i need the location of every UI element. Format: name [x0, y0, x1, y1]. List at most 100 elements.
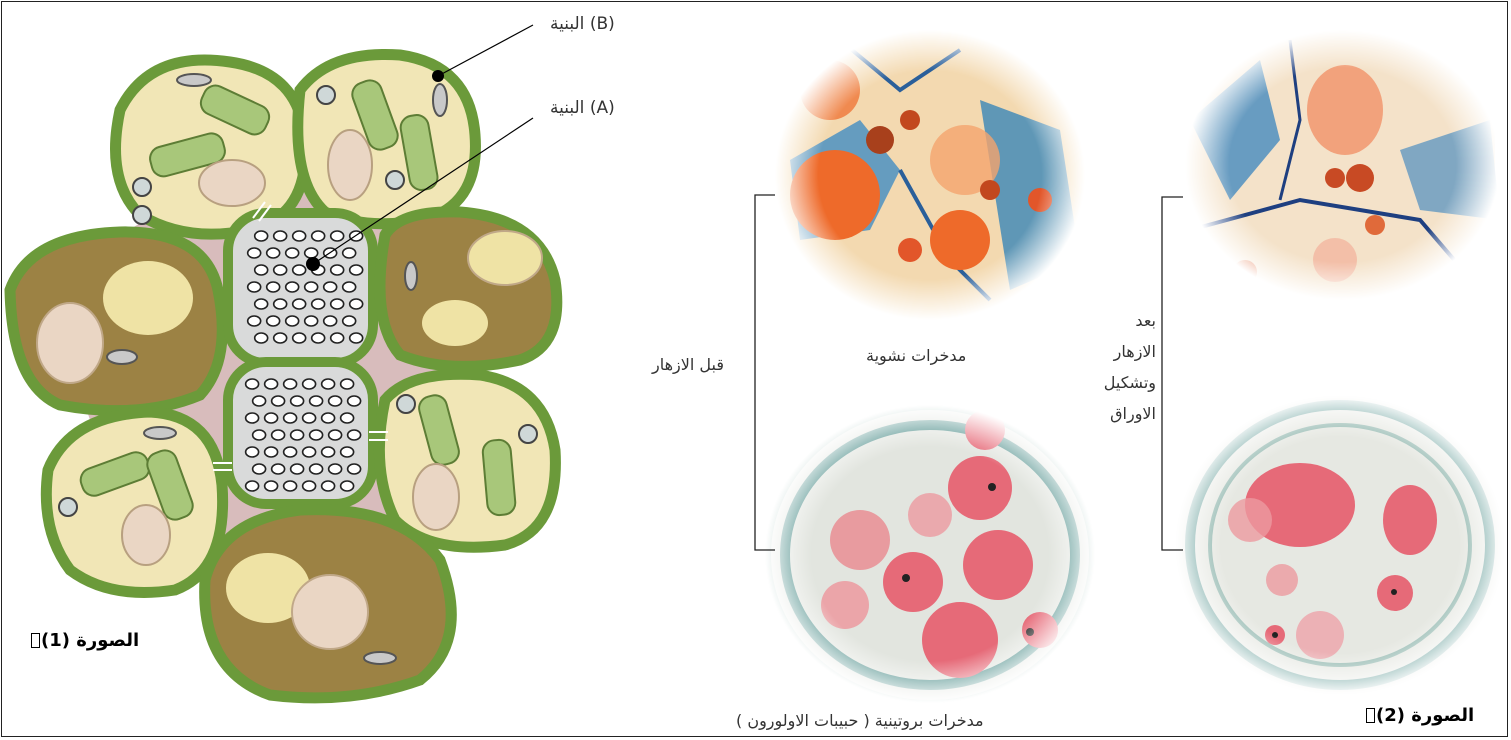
aleurone-grain: [341, 413, 354, 423]
aleurone-grain: [248, 248, 261, 258]
aleurone-grain: [284, 413, 297, 423]
aleurone-grain: [248, 316, 261, 326]
aleurone-grain: [348, 430, 361, 440]
aleurone-grain: [265, 447, 278, 457]
aleurone-grain: [341, 447, 354, 457]
aleurone-grain: [291, 430, 304, 440]
micrograph-protein-after: [1175, 395, 1505, 695]
after-line-3: وتشكيل: [1090, 367, 1156, 398]
aleurone-grain: [274, 333, 287, 343]
micrograph-starch-after: [1185, 30, 1500, 300]
aleurone-grain: [293, 299, 306, 309]
micrograph-starch-before: [775, 30, 1085, 320]
aleurone-grain: [255, 333, 268, 343]
aleurone-grain: [343, 316, 356, 326]
aleurone-grain: [305, 248, 318, 258]
aleurone-grain: [253, 430, 266, 440]
aleurone-grain: [303, 481, 316, 491]
aleurone-grain: [272, 396, 285, 406]
aleurone-grain: [305, 316, 318, 326]
aleurone-grain: [341, 481, 354, 491]
label-figure-1: الصورة (1): [30, 630, 139, 651]
aleurone-grain: [331, 231, 344, 241]
aleurone-grain: [265, 413, 278, 423]
aleurone-grain: [329, 430, 342, 440]
aleurone-grain: [291, 396, 304, 406]
aleurone-grain: [255, 231, 268, 241]
aleurone-grain: [310, 396, 323, 406]
aleurone-grain: [274, 231, 287, 241]
aleurone-grain: [310, 430, 323, 440]
aleurone-grain: [312, 299, 325, 309]
aleurone-grain: [322, 379, 335, 389]
after-line-1: بعد: [1090, 305, 1156, 336]
label-structure-a: البنية (A): [550, 98, 615, 118]
aleurone-grain: [303, 447, 316, 457]
aleurone-grain: [267, 282, 280, 292]
aleurone-grain: [291, 464, 304, 474]
cell-left: [10, 232, 222, 411]
cell-right-lower: [379, 374, 555, 547]
aleurone-grain: [267, 248, 280, 258]
aleurone-grain: [293, 231, 306, 241]
aleurone-grain: [350, 333, 363, 343]
aleurone-grain: [246, 481, 259, 491]
aleurone-grain: [253, 396, 266, 406]
label-after-flowering: بعد الازهار وتشكيل الاوراق: [1090, 305, 1156, 429]
aleurone-grain: [324, 316, 337, 326]
aleurone-grain: [350, 265, 363, 275]
aleurone-grain: [286, 316, 299, 326]
aleurone-grain: [343, 248, 356, 258]
aleurone-grain: [341, 379, 354, 389]
aleurone-grain: [303, 413, 316, 423]
cell-top-right: [298, 54, 476, 223]
aleurone-grain: [274, 265, 287, 275]
aleurone-grain: [284, 379, 297, 389]
aleurone-grain: [255, 299, 268, 309]
aleurone-grain: [324, 282, 337, 292]
aleurone-grain: [312, 333, 325, 343]
aleurone-grain: [246, 447, 259, 457]
aleurone-grain: [305, 282, 318, 292]
label-starch-reserves: مدخرات نشوية: [866, 346, 966, 365]
aleurone-grain: [255, 265, 268, 275]
aleurone-grain: [293, 265, 306, 275]
aleurone-grain: [331, 299, 344, 309]
aleurone-grain: [246, 379, 259, 389]
aleurone-grain: [322, 413, 335, 423]
aleurone-grain: [322, 481, 335, 491]
aleurone-grain: [248, 282, 261, 292]
aleurone-grain: [329, 396, 342, 406]
aleurone-grain: [284, 481, 297, 491]
cell-lower-left: [46, 412, 222, 593]
aleurone-grain: [265, 379, 278, 389]
after-line-4: الاوراق: [1090, 398, 1156, 429]
label-structure-b: البنية (B): [550, 14, 615, 34]
aleurone-grain: [246, 413, 259, 423]
micrograph-protein-before: [765, 405, 1095, 703]
aleurone-grain: [312, 231, 325, 241]
aleurone-grain: [286, 282, 299, 292]
cell-bottom: [205, 510, 452, 698]
aleurone-grain: [350, 299, 363, 309]
aleurone-grain: [267, 316, 280, 326]
aleurone-grain: [331, 265, 344, 275]
label-before-flowering: قبل الازهار: [652, 355, 724, 374]
aleurone-grain: [322, 447, 335, 457]
label-protein-reserves: مدخرات بروتينية ( حبيبات الاولورون ): [736, 711, 984, 730]
aleurone-grain: [272, 464, 285, 474]
aleurone-grain: [310, 464, 323, 474]
aleurone-grain: [284, 447, 297, 457]
aleurone-grain: [303, 379, 316, 389]
aleurone-grain: [293, 333, 306, 343]
aleurone-grain: [272, 430, 285, 440]
aleurone-grain: [329, 464, 342, 474]
aleurone-grain: [253, 464, 266, 474]
aleurone-grain: [274, 299, 287, 309]
aleurone-grain: [286, 248, 299, 258]
aleurone-grain: [265, 481, 278, 491]
after-line-2: الازهار: [1090, 336, 1156, 367]
cell-right: [380, 212, 557, 367]
aleurone-grain: [348, 396, 361, 406]
